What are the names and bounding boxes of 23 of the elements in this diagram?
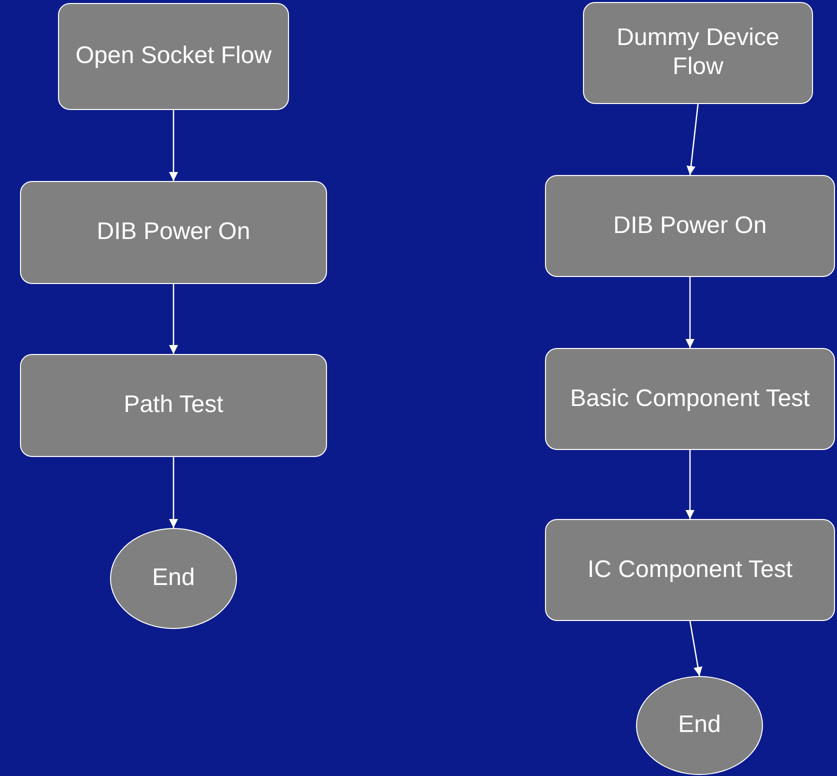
arrow <box>686 450 694 519</box>
node-label: End <box>152 564 195 593</box>
node-label: DIB Power On <box>613 212 767 240</box>
node-label: Basic Component Test <box>570 384 810 414</box>
process-box <box>545 175 835 277</box>
arrow <box>169 457 178 528</box>
node-label: Open Socket Flow <box>75 42 272 71</box>
process-box <box>545 519 835 621</box>
node-label: DIB Power On <box>96 218 250 247</box>
node-label: Dummy Device Flow <box>616 24 780 82</box>
process-box <box>20 181 327 284</box>
arrow <box>169 284 178 354</box>
process-box <box>545 348 835 450</box>
node-label: End <box>678 711 721 740</box>
node-label: Path Test <box>124 391 224 420</box>
arrow <box>689 620 702 676</box>
arrow <box>686 277 694 348</box>
process-box <box>583 2 813 104</box>
arrow <box>169 110 178 181</box>
arrow <box>686 104 699 176</box>
node-label: IC Component Test <box>588 556 792 584</box>
process-box <box>58 3 289 110</box>
process-box <box>20 354 327 457</box>
